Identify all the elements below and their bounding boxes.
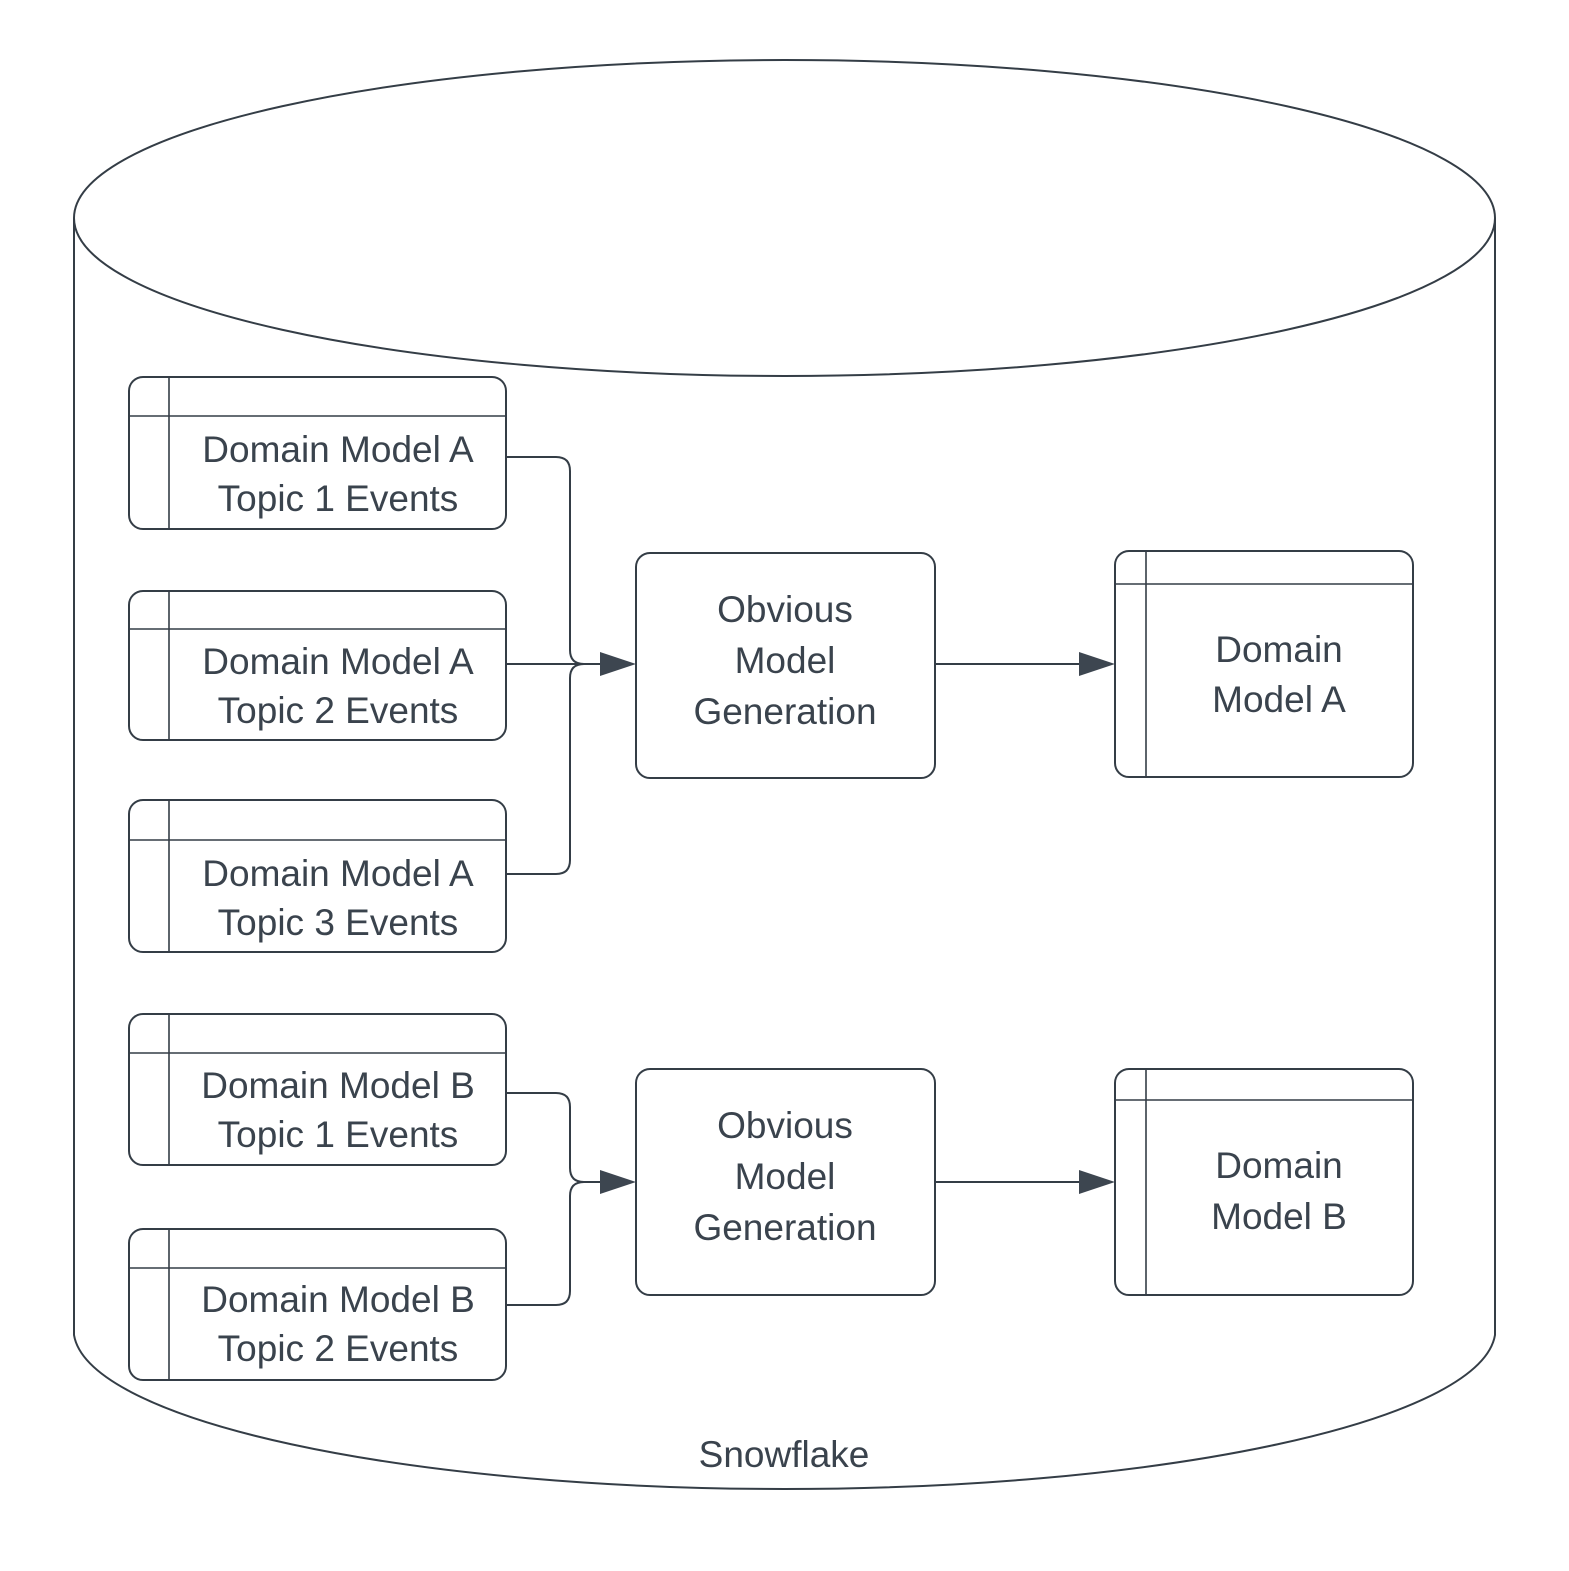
source-b2-line1: Domain Model B [201,1279,475,1320]
source-node-a2[interactable]: Domain Model A Topic 2 Events [128,590,507,741]
process-node-b[interactable]: Obvious Model Generation [635,1068,936,1296]
table-outline [128,799,507,953]
process-b-line2: Model [735,1156,836,1197]
process-a-line1: Obvious [717,589,853,630]
process-b-line1: Obvious [717,1105,853,1146]
source-a3-line1: Domain Model A [202,853,474,894]
table-outline [128,1228,507,1381]
source-b1-line2: Topic 1 Events [218,1114,459,1155]
connector-group-b [506,1092,1115,1306]
snowflake-label: Snowflake [699,1434,870,1475]
output-b-line2: Model B [1211,1196,1347,1237]
cylinder-top-ellipse [73,59,1496,377]
snowflake-cylinder[interactable] [73,59,1496,1490]
connector-a3 [506,663,600,875]
source-a1-line1: Domain Model A [202,429,474,470]
table-outline [1114,550,1414,778]
arrowhead-b-into-process [600,1170,636,1194]
source-a2-line1: Domain Model A [202,641,474,682]
process-a-line2: Model [735,640,836,681]
source-b1-line1: Domain Model B [201,1065,475,1106]
source-node-a3[interactable]: Domain Model A Topic 3 Events [128,799,507,953]
table-outline [128,1013,507,1166]
table-outline [1114,1068,1414,1296]
process-outline [635,552,936,779]
source-b2-line2: Topic 2 Events [218,1328,459,1369]
process-b-line3: Generation [693,1207,876,1248]
output-a-line2: Model A [1212,679,1346,720]
arrowhead-a-into-process [600,652,636,676]
arrowhead-b-into-output [1079,1170,1115,1194]
arrowhead-a-into-output [1079,652,1115,676]
table-outline [128,376,507,530]
process-a-line3: Generation [693,691,876,732]
source-node-b2[interactable]: Domain Model B Topic 2 Events [128,1228,507,1381]
output-a-line1: Domain [1215,629,1343,670]
connector-group-a [506,456,1115,875]
source-a2-line2: Topic 2 Events [218,690,459,731]
source-a1-line2: Topic 1 Events [218,478,459,519]
source-a3-line2: Topic 3 Events [218,902,459,943]
output-node-b[interactable]: Domain Model B [1114,1068,1414,1296]
source-node-b1[interactable]: Domain Model B Topic 1 Events [128,1013,507,1166]
output-node-a[interactable]: Domain Model A [1114,550,1414,778]
connector-b1 [506,1092,600,1183]
process-outline [635,1068,936,1296]
cylinder-body [73,218,1496,1490]
connector-a1 [506,456,600,665]
source-node-a1[interactable]: Domain Model A Topic 1 Events [128,376,507,530]
output-b-line1: Domain [1215,1145,1343,1186]
process-node-a[interactable]: Obvious Model Generation [635,552,936,779]
connector-b2 [506,1181,600,1306]
